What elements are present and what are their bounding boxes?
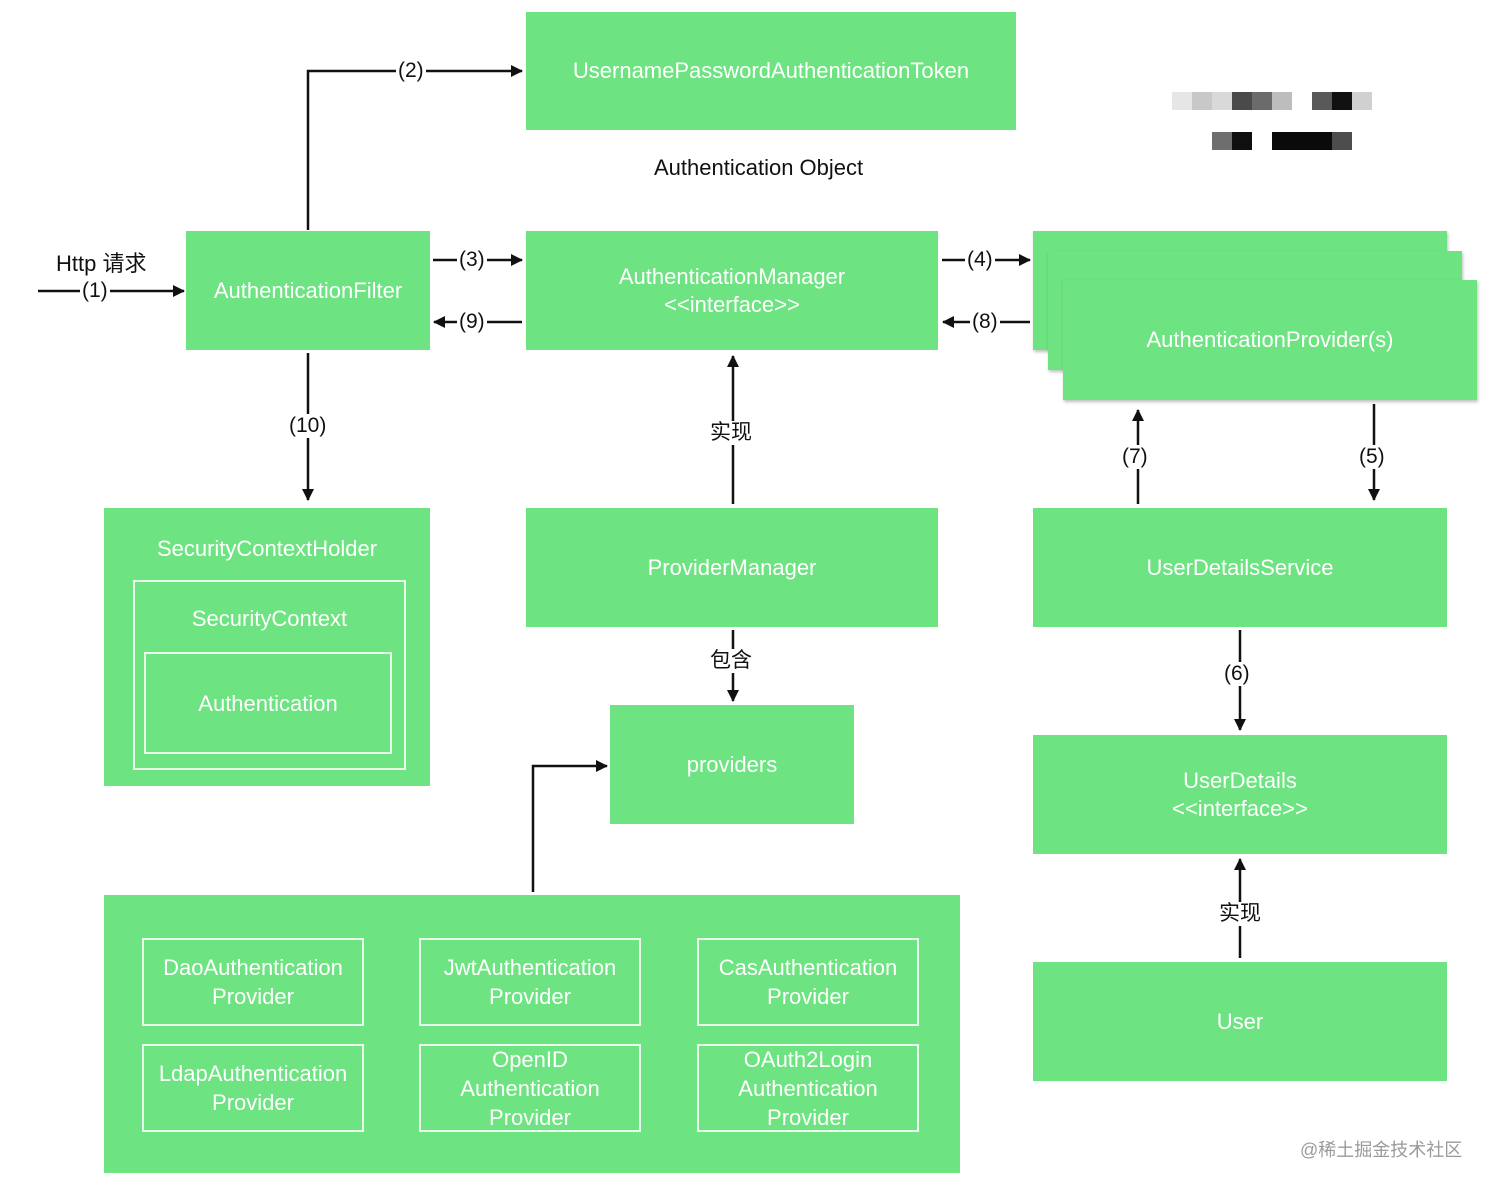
step7-label: (7) — [1120, 445, 1150, 469]
providers-label: providers — [686, 751, 778, 777]
implements-manager-label: 实现 — [708, 421, 754, 445]
pixelated-region — [1172, 90, 1372, 152]
dao-authentication-provider: DaoAuthentication Provider — [142, 938, 364, 1026]
openid-authentication-provider: OpenID Authentication Provider — [419, 1044, 641, 1132]
arrow-step2 — [306, 65, 523, 230]
step4-label: (4) — [965, 248, 995, 272]
authentication-manager-box: AuthenticationManager <<interface>> — [526, 231, 938, 350]
provider-manager-label: ProviderManager — [647, 554, 817, 580]
user-details-label: UserDetails <<interface>> — [1172, 767, 1308, 821]
token-box: UsernamePasswordAuthenticationToken — [526, 12, 1016, 130]
cas-authentication-provider: CasAuthentication Provider — [697, 938, 919, 1026]
providers-box: providers — [610, 705, 854, 824]
step10-label: (10) — [287, 414, 329, 438]
security-context-label: SecurityContext — [191, 606, 348, 631]
user-details-box: UserDetails <<interface>> — [1033, 735, 1447, 854]
user-box: User — [1033, 962, 1447, 1081]
authentication-filter-box: AuthenticationFilter — [186, 231, 430, 350]
step2-label: (2) — [396, 59, 426, 83]
arrow-impls-to-providers — [531, 760, 608, 892]
authentication-object-caption: Authentication Object — [654, 155, 864, 180]
authentication-providers-label: AuthenticationProvider(s) — [1146, 327, 1394, 352]
provider-implementations-box — [104, 895, 960, 1173]
user-label: User — [1216, 1008, 1264, 1034]
authentication-filter-label: AuthenticationFilter — [213, 277, 403, 303]
security-context-holder-box: SecurityContextHolder — [104, 508, 430, 786]
provider-manager-box: ProviderManager — [526, 508, 938, 627]
authentication-providers-box: AuthenticationProvider(s) — [1063, 280, 1477, 400]
step3-label: (3) — [457, 248, 487, 272]
watermark: @稀土掘金技术社区 — [1300, 1140, 1463, 1160]
step8-label: (8) — [970, 310, 1000, 334]
implements-user-label: 实现 — [1217, 902, 1263, 926]
http-request-label: Http 请求 — [56, 251, 147, 276]
security-context-box: SecurityContext — [133, 580, 406, 770]
ldap-authentication-provider: LdapAuthentication Provider — [142, 1044, 364, 1132]
contains-label: 包含 — [708, 649, 754, 673]
security-context-holder-label: SecurityContextHolder — [156, 536, 378, 561]
step6-label: (6) — [1222, 662, 1252, 686]
authentication-manager-label: AuthenticationManager <<interface>> — [618, 263, 846, 317]
oauth2login-authentication-provider: OAuth2Login Authentication Provider — [697, 1044, 919, 1132]
step1-label: (1) — [80, 279, 110, 303]
user-details-service-box: UserDetailsService — [1033, 508, 1447, 627]
token-label: UsernamePasswordAuthenticationToken — [572, 58, 970, 83]
step5-label: (5) — [1357, 445, 1387, 469]
authentication-box: Authentication — [144, 652, 392, 754]
step9-label: (9) — [457, 310, 487, 334]
user-details-service-label: UserDetailsService — [1146, 554, 1334, 580]
jwt-authentication-provider: JwtAuthentication Provider — [419, 938, 641, 1026]
pixelated-blocks — [1172, 92, 1372, 150]
authentication-label: Authentication — [198, 690, 338, 716]
